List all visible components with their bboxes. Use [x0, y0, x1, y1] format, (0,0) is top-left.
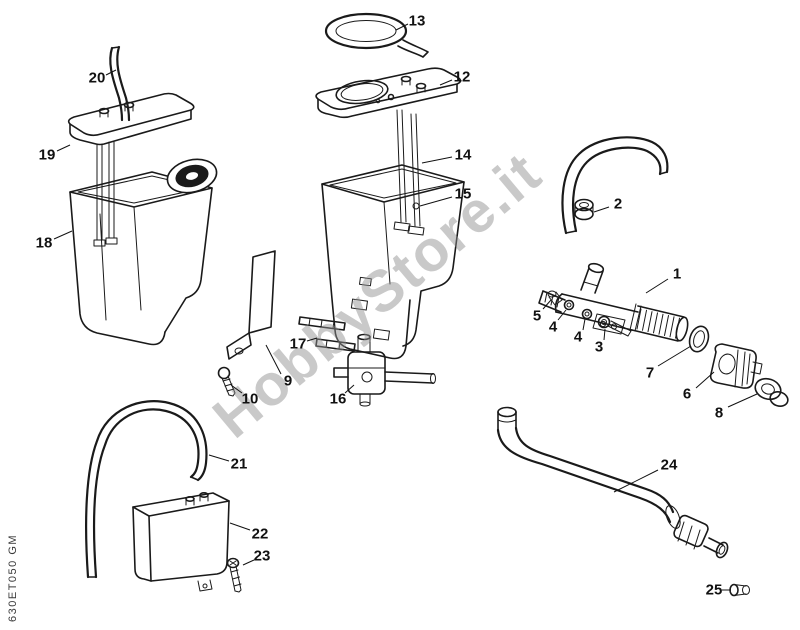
callout-leader-24 [613, 469, 659, 493]
part-callout-6: 6 [683, 386, 691, 403]
callout-leader-8 [727, 393, 758, 408]
callout-leader-3 [603, 328, 606, 341]
doc-code-text: 630ET050 GM [7, 534, 19, 622]
part-group-delivery-hose [496, 406, 750, 597]
callout-leader-20 [105, 69, 117, 76]
part-callout-8: 8 [715, 405, 723, 422]
part-callout-4: 4 [574, 329, 583, 346]
callout-leader-1 [645, 278, 669, 294]
diagram-artwork [67, 12, 789, 597]
part-callout-25: 25 [706, 582, 723, 599]
part-callout-19: 19 [39, 147, 56, 164]
callout-leader-22 [229, 522, 251, 531]
callout-leader-12 [439, 79, 453, 86]
part-callout-24: 24 [661, 457, 678, 474]
part-callout-2: 2 [614, 196, 622, 213]
callout-leader-19 [56, 144, 71, 152]
callout-leader-17 [306, 337, 318, 342]
part-callout-23: 23 [254, 548, 271, 565]
part-callout-4: 4 [549, 319, 558, 336]
part-callout-5: 5 [533, 308, 541, 325]
callout-leader-7 [657, 345, 692, 367]
part-group-valve [298, 316, 436, 407]
part-group-outlet-valve [538, 136, 789, 408]
callout-leader-2 [593, 206, 610, 213]
part-callout-7: 7 [646, 365, 654, 382]
part-callout-22: 22 [252, 526, 269, 543]
callout-leader-21 [208, 454, 230, 462]
callout-leader-6 [695, 371, 715, 389]
part-group-pump-tank [85, 400, 242, 593]
part-group-center-tank [315, 12, 465, 360]
part-group-bracket [217, 250, 276, 397]
callout-leader-4 [582, 318, 586, 331]
callout-leader-15 [419, 196, 453, 207]
part-callout-1: 1 [673, 266, 681, 283]
part-callout-20: 20 [89, 70, 106, 87]
part-callout-12: 12 [454, 69, 471, 86]
part-callout-15: 15 [455, 186, 472, 203]
part-callout-16: 16 [330, 391, 347, 408]
callout-leader-16 [344, 384, 355, 394]
part-callout-21: 21 [231, 456, 248, 473]
part-callout-18: 18 [36, 235, 53, 252]
callout-leader-5 [542, 299, 552, 310]
part-callout-10: 10 [242, 391, 259, 408]
part-callout-9: 9 [284, 373, 292, 390]
callout-leader-10 [230, 384, 243, 394]
part-callout-14: 14 [455, 147, 472, 164]
callout-leader-23 [242, 559, 255, 566]
callout-leader-14 [421, 156, 453, 164]
part-callout-13: 13 [409, 13, 426, 30]
part-callout-3: 3 [595, 339, 603, 356]
callout-leader-9 [265, 344, 282, 375]
callout-leader-13 [395, 23, 409, 31]
callout-leader-18 [53, 230, 73, 240]
part-group-left-tank [67, 45, 218, 346]
part-callout-17: 17 [290, 336, 307, 353]
callout-leader-4 [557, 309, 567, 321]
